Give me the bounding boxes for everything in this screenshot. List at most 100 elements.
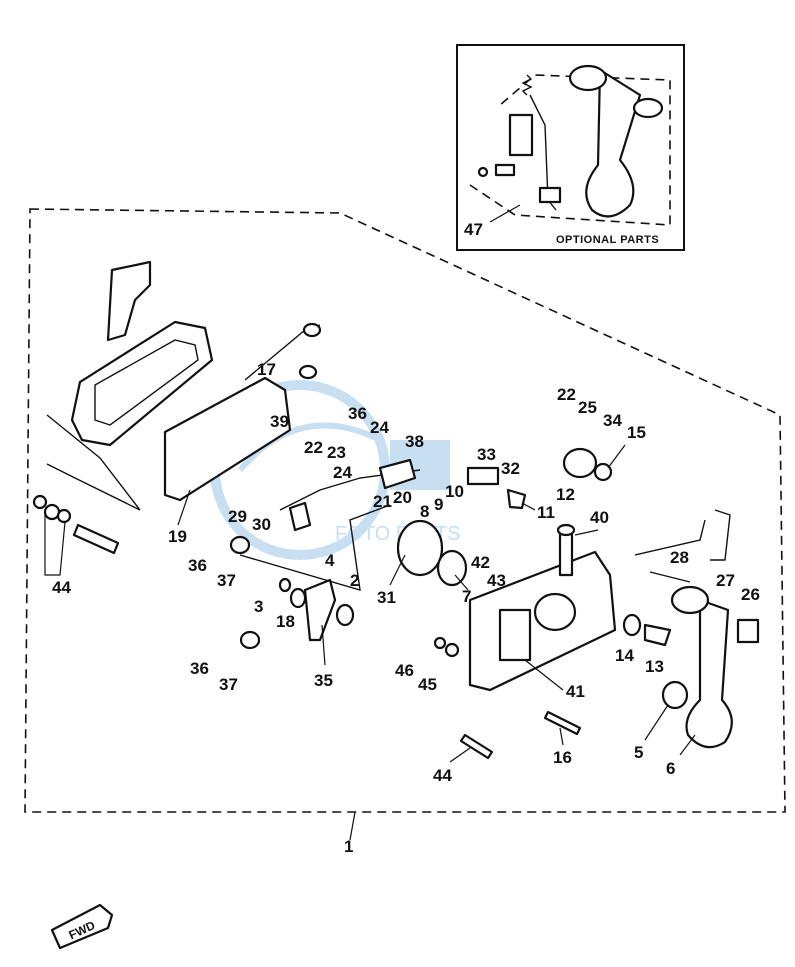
washer-15 xyxy=(593,462,613,482)
main-assembly-boundary xyxy=(24,208,786,813)
optional-leader-47 xyxy=(489,204,521,223)
label-35: 35 xyxy=(314,671,333,690)
washer-2 xyxy=(43,503,61,521)
leader-6 xyxy=(679,734,696,756)
detent-disc xyxy=(396,519,444,577)
label-5: 5 xyxy=(634,743,643,762)
label-26: 26 xyxy=(741,585,760,604)
link-plate-32 xyxy=(466,466,500,486)
bolt-44 xyxy=(459,733,494,760)
label-36-c: 36 xyxy=(190,659,209,678)
washer-45 xyxy=(444,642,460,658)
label-4: 4 xyxy=(325,551,335,570)
leader-5 xyxy=(644,704,669,741)
center-mechanism xyxy=(229,447,613,650)
leader-11 xyxy=(521,502,536,511)
watermark-swoosh xyxy=(237,422,382,472)
label-44-a: 44 xyxy=(52,578,71,597)
label-32: 32 xyxy=(501,459,520,478)
leader-16 xyxy=(559,727,564,746)
optional-link-rod xyxy=(529,94,557,211)
nut-46 xyxy=(433,636,447,650)
optional-lever xyxy=(585,68,642,218)
label-7: 7 xyxy=(462,587,471,606)
label-34: 34 xyxy=(603,411,622,430)
lever-grip-26 xyxy=(736,618,760,644)
housing-inner xyxy=(94,339,199,426)
label-43: 43 xyxy=(487,571,506,590)
pin-rod-end-lower xyxy=(298,364,318,380)
optional-parts-box: 47 OPTIONAL PARTS xyxy=(456,44,685,251)
label-47: 47 xyxy=(464,220,483,239)
long-bolt xyxy=(72,523,120,555)
label-8: 8 xyxy=(420,502,429,521)
label-3: 3 xyxy=(254,597,263,616)
leader-1 xyxy=(349,811,356,841)
label-15: 15 xyxy=(627,423,646,442)
optional-plate xyxy=(538,186,562,204)
washer-1 xyxy=(32,494,48,510)
lever-knob-27 xyxy=(670,585,710,615)
label-18: 18 xyxy=(276,612,295,631)
pin-rod-end xyxy=(302,322,322,338)
washer-5 xyxy=(661,680,689,710)
label-12: 12 xyxy=(556,485,575,504)
optional-box-frame xyxy=(456,44,685,251)
right-lever xyxy=(622,509,760,749)
optional-lever-grip xyxy=(632,97,664,119)
cam-12-11 xyxy=(506,488,527,510)
label-22-a: 22 xyxy=(304,438,323,457)
collar-3 xyxy=(278,577,292,593)
leader-44-bottom xyxy=(449,747,471,763)
leader-31 xyxy=(389,554,406,586)
collar-18 xyxy=(289,587,307,609)
label-17: 17 xyxy=(257,360,276,379)
label-1: 1 xyxy=(344,837,353,856)
gear-plate xyxy=(378,458,417,490)
bolt-16 xyxy=(543,710,582,736)
leader-lines xyxy=(177,444,696,763)
label-37-b: 37 xyxy=(219,675,238,694)
housing-guide xyxy=(46,414,141,511)
label-11: 11 xyxy=(537,503,555,522)
shift-link xyxy=(288,501,312,532)
leader-44-left xyxy=(44,512,66,576)
label-9: 9 xyxy=(434,495,443,514)
label-39: 39 xyxy=(270,412,289,431)
dashed-guide-1 xyxy=(239,504,391,591)
label-6: 6 xyxy=(666,759,675,778)
optional-screw xyxy=(477,166,489,178)
label-24-b: 24 xyxy=(333,463,352,482)
fwd-arrow-icon: FWD xyxy=(50,903,114,950)
label-16: 16 xyxy=(553,748,572,767)
warmup-knob-40 xyxy=(558,528,574,577)
friction-gear-34 xyxy=(562,447,598,479)
label-22-b: 22 xyxy=(557,385,576,404)
leader-40 xyxy=(574,529,599,536)
control-box-body xyxy=(468,523,617,692)
key-13 xyxy=(643,623,672,647)
label-23: 23 xyxy=(327,443,346,462)
warmup-knob-cap xyxy=(556,523,576,537)
label-33: 33 xyxy=(477,445,496,464)
leader-35 xyxy=(321,624,326,666)
o-ring xyxy=(436,549,468,587)
part-labels: 1 2 3 4 5 6 7 8 9 10 11 12 13 14 15 16 1… xyxy=(52,360,760,856)
washer-14 xyxy=(622,613,642,637)
optional-lever-knob xyxy=(568,64,608,92)
label-13: 13 xyxy=(645,657,664,676)
leader-15 xyxy=(607,444,626,469)
gasket-plate xyxy=(163,376,292,502)
label-31: 31 xyxy=(377,588,396,607)
label-29: 29 xyxy=(228,507,247,526)
left-bolts xyxy=(32,494,120,576)
label-41: 41 xyxy=(566,682,585,701)
control-box-window xyxy=(498,608,532,662)
ball-joint-37-upper xyxy=(229,535,251,555)
collar-2 xyxy=(335,603,355,627)
label-24-a: 24 xyxy=(370,418,389,437)
lever-arm-6 xyxy=(685,598,733,749)
label-37-a: 37 xyxy=(217,571,236,590)
neutral-arm xyxy=(303,578,337,642)
